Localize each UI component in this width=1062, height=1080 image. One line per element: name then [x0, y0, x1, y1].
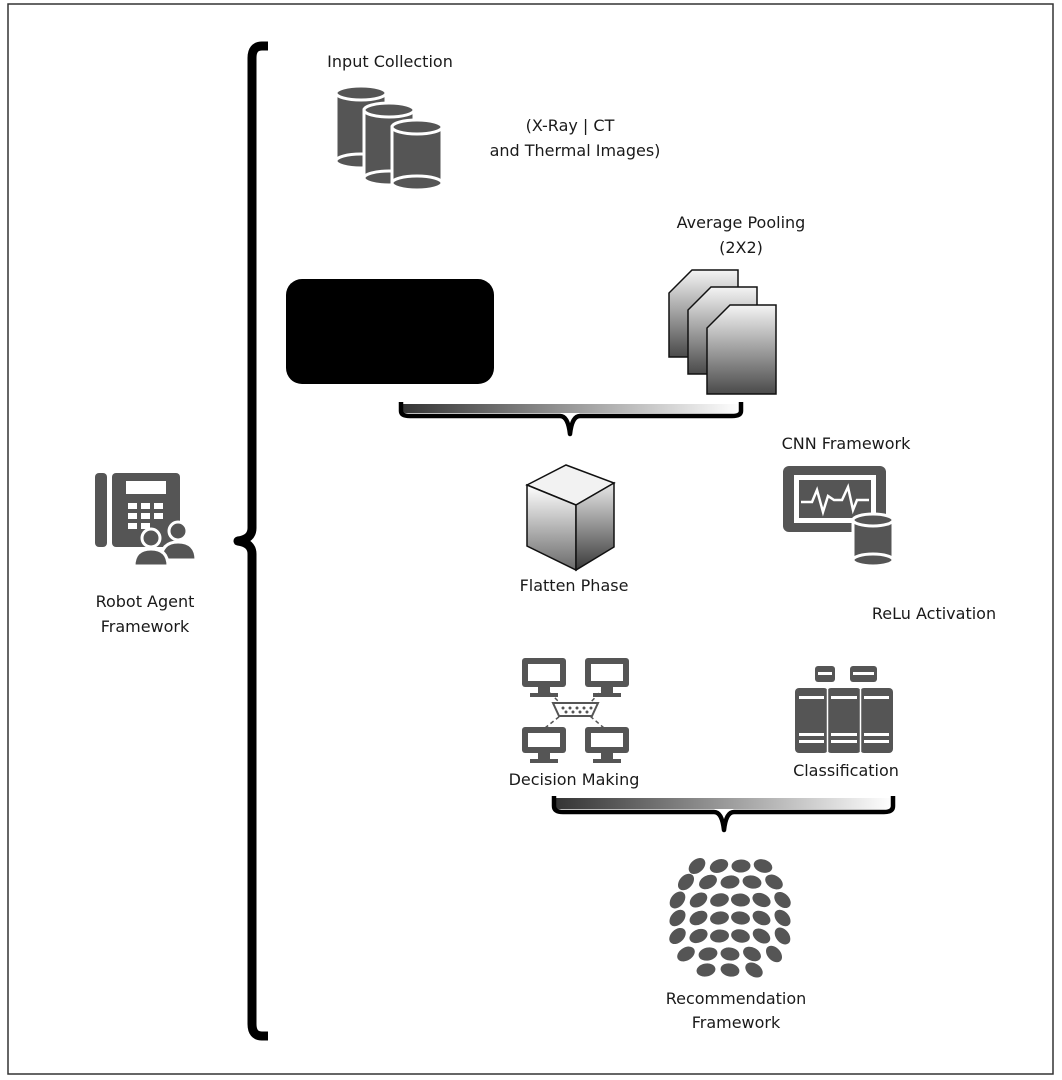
cluster-ellipse [696, 963, 716, 977]
main-brace [233, 41, 268, 1041]
cluster-ellipse [710, 929, 729, 943]
cluster-ellipse [720, 947, 740, 961]
database-icon [334, 84, 444, 192]
cluster-ellipse [752, 892, 771, 908]
cluster-ellipse [731, 893, 750, 907]
cluster-ellipse [709, 859, 729, 873]
cluster-ellipse [699, 874, 717, 890]
robot-agent-icon [95, 473, 198, 568]
cluster-ellipse [710, 911, 729, 925]
label-image-types-1: (X-Ray | CT [525, 116, 615, 135]
label-recommendation-1: Recommendation [665, 989, 807, 1008]
cluster-ellipse [689, 892, 708, 908]
gradient-brace-2 [551, 796, 896, 833]
cluster-ellipse [774, 909, 791, 927]
cluster-ellipse [753, 859, 773, 873]
cluster-ellipse [698, 947, 718, 961]
black-block [286, 279, 494, 384]
gradient-brace-1 [398, 402, 744, 437]
cluster-ellipse [689, 910, 708, 926]
label-relu-activation: ReLu Activation [871, 604, 997, 623]
outer-border [7, 3, 1054, 1075]
ellipse-cluster-icon [669, 858, 791, 978]
label-robot-agent-2: Framework [100, 617, 190, 636]
label-average-pooling-2: (2X2) [719, 238, 763, 257]
cluster-ellipse [689, 928, 708, 944]
cluster-ellipse [677, 873, 695, 891]
cluster-ellipse [731, 929, 750, 943]
label-input-collection: Input Collection [327, 52, 453, 71]
cluster-ellipse [774, 927, 791, 945]
cluster-ellipse [669, 927, 686, 945]
cluster-ellipse [742, 875, 762, 889]
label-recommendation-2: Framework [691, 1013, 781, 1032]
cluster-ellipse [765, 874, 783, 890]
label-image-types-2: and Thermal Images) [489, 141, 661, 160]
cluster-ellipse [669, 891, 686, 909]
cluster-ellipse [720, 963, 740, 977]
label-flatten-phase: Flatten Phase [519, 576, 629, 595]
cluster-ellipse [688, 858, 706, 874]
label-cnn-framework: CNN Framework [781, 434, 911, 453]
cluster-ellipse [752, 910, 771, 926]
stacked-cards-icon [668, 269, 777, 395]
cluster-ellipse [731, 911, 750, 925]
cluster-ellipse [743, 946, 761, 962]
cluster-ellipse [677, 946, 695, 962]
cube-icon [525, 464, 616, 572]
cluster-ellipse [774, 891, 791, 909]
network-monitors-icon [522, 658, 629, 763]
cluster-ellipse [765, 945, 783, 963]
cluster-ellipse [710, 893, 729, 907]
cluster-ellipse [669, 909, 686, 927]
label-average-pooling-1: Average Pooling [676, 213, 806, 232]
label-decision-making: Decision Making [508, 770, 640, 789]
cluster-ellipse [752, 928, 771, 944]
label-classification: Classification [793, 761, 899, 780]
cluster-ellipse [720, 875, 740, 889]
cluster-ellipse [745, 962, 763, 978]
server-icon [795, 666, 893, 753]
monitor-chart-icon [783, 466, 895, 568]
cluster-ellipse [731, 859, 751, 873]
label-robot-agent-1: Robot Agent [95, 592, 195, 611]
